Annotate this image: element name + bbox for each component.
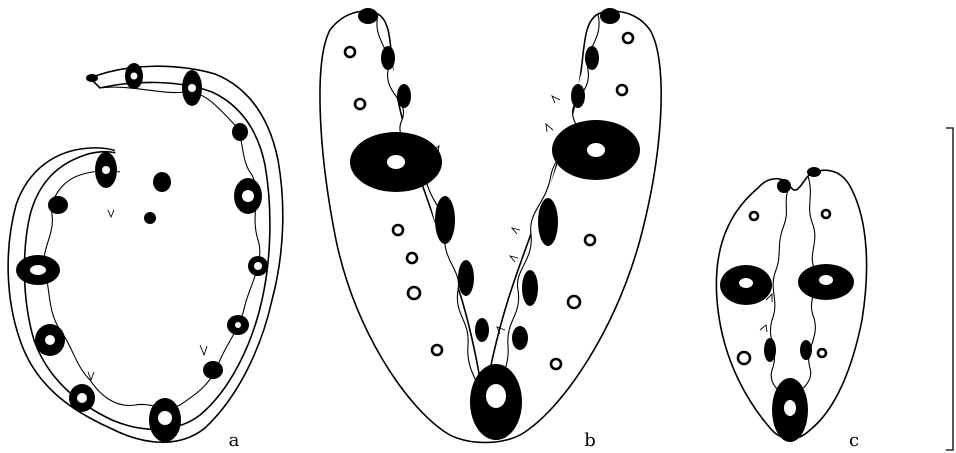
section-b-bundle xyxy=(538,198,558,246)
section-b-vessel xyxy=(387,155,405,169)
section-a xyxy=(8,63,283,442)
section-a-vessel xyxy=(242,190,254,202)
section-a-bundle xyxy=(203,361,223,379)
section-b-vessel xyxy=(587,143,605,157)
section-b-label: b xyxy=(584,430,596,451)
section-a-bundle xyxy=(86,74,98,82)
section-c-vessel xyxy=(819,275,833,285)
section-a-vessel xyxy=(77,393,87,403)
section-c-bundle xyxy=(777,179,791,193)
section-b-bundle xyxy=(397,84,411,108)
section-b-bundle xyxy=(512,326,528,350)
section-a-bundle xyxy=(153,172,171,192)
section-c-bundle xyxy=(764,338,776,362)
section-b-bundle xyxy=(585,46,599,70)
section-a-vessel xyxy=(254,262,262,270)
section-b-bundle xyxy=(522,270,538,306)
section-b-bundle xyxy=(571,84,585,108)
section-a-vessel xyxy=(188,84,196,92)
section-a-vessel xyxy=(30,265,46,275)
section-c-vessel xyxy=(739,278,753,288)
section-c xyxy=(716,167,866,442)
section-a-bundle xyxy=(232,123,248,141)
section-a-vessel xyxy=(45,335,55,345)
section-a-vessel xyxy=(158,411,172,425)
section-a-label: a xyxy=(229,430,240,451)
section-a-vessel xyxy=(102,166,110,174)
scale-bar xyxy=(946,128,953,450)
section-b xyxy=(320,8,661,443)
section-b-bundle xyxy=(458,260,474,296)
section-b-bundle xyxy=(435,196,455,244)
section-a-inner-lining xyxy=(44,87,260,407)
section-b-bundle xyxy=(600,8,620,24)
section-c-vessel xyxy=(784,400,796,416)
section-c-label: c xyxy=(849,430,859,451)
section-a-vessel xyxy=(131,73,138,80)
section-b-bundle xyxy=(475,318,489,342)
section-b-bundle xyxy=(358,8,378,24)
section-c-bundle xyxy=(800,340,812,360)
section-b-bundle xyxy=(381,46,395,70)
section-b-vessel xyxy=(486,384,506,408)
section-a-vessel xyxy=(235,322,241,328)
section-a-bundle xyxy=(144,212,156,224)
section-a-bundle xyxy=(48,196,68,214)
section-c-bundle xyxy=(807,167,821,177)
